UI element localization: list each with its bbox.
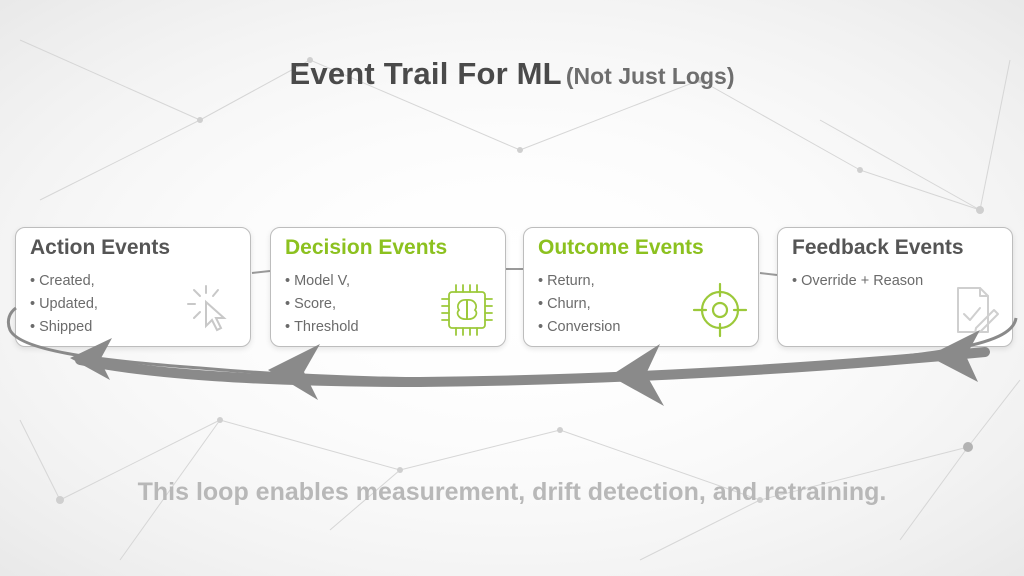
- list-item: Conversion: [538, 316, 620, 339]
- list-item: Score,: [285, 293, 359, 316]
- brain-chip-icon: [441, 284, 493, 336]
- list-item: Created,: [30, 270, 98, 293]
- card-items: Return, Churn, Conversion: [538, 270, 620, 339]
- list-item: Override + Reason: [792, 270, 923, 293]
- target-icon: [692, 282, 748, 338]
- card-items: Override + Reason: [792, 270, 923, 293]
- page-title: Event Trail For ML(Not Just Logs): [0, 56, 1024, 92]
- card-title: Outcome Events: [538, 236, 704, 259]
- card-title: Feedback Events: [792, 236, 964, 259]
- card-decision-events: Decision Events Model V, Score, Threshol…: [270, 227, 506, 347]
- list-item: Model V,: [285, 270, 359, 293]
- list-item: Return,: [538, 270, 620, 293]
- card-feedback-events: Feedback Events Override + Reason: [777, 227, 1013, 347]
- footer-caption: This loop enables measurement, drift det…: [137, 478, 887, 506]
- list-item: Threshold: [285, 316, 358, 339]
- title-subtitle: (Not Just Logs): [565, 63, 735, 89]
- card-title: Action Events: [30, 236, 171, 259]
- card-items: Created, Updated, Shipped: [30, 270, 98, 339]
- feedback-note-icon: [957, 287, 999, 334]
- card-outcome-events: Outcome Events Return, Churn, Conversion: [523, 227, 759, 347]
- card-title: Decision Events: [285, 236, 448, 259]
- list-item: Churn,: [538, 293, 620, 316]
- card-action-events: Action Events Created, Updated, Shipped: [15, 227, 251, 347]
- title-main: Event Trail For ML: [289, 56, 562, 91]
- list-item: Updated,: [30, 293, 98, 316]
- card-items: Model V, Score, Threshold: [285, 270, 359, 339]
- list-item: Shipped: [30, 316, 98, 339]
- cursor-click-icon: [187, 285, 227, 332]
